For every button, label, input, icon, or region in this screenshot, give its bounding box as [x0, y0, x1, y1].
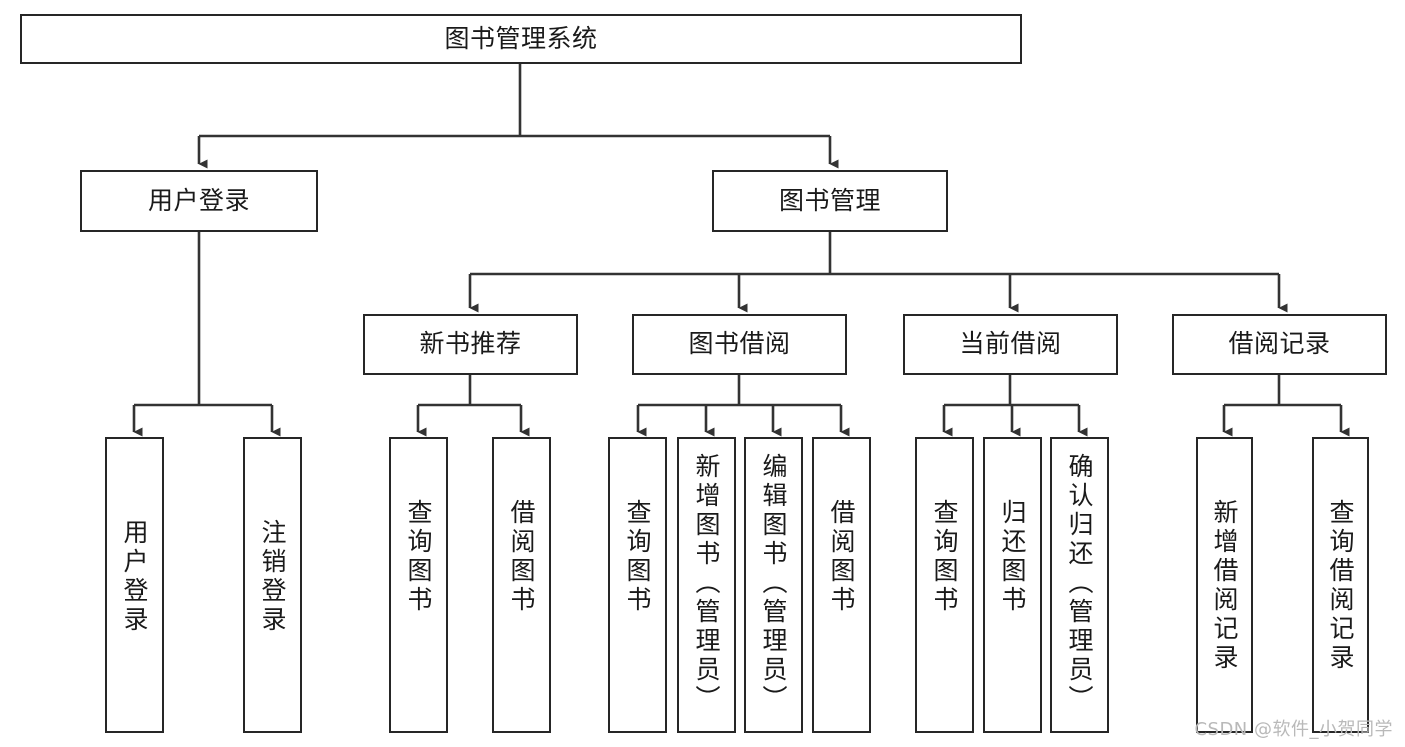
leaf-borrow-record-2-label: 查询借阅记录 [1326, 499, 1355, 673]
node-current-borrow[interactable]: 当前借阅 [903, 314, 1118, 375]
leaf-book-borrow-3[interactable]: 编辑图书（管理员） [744, 437, 803, 733]
node-user-login[interactable]: 用户登录 [80, 170, 318, 232]
leaf-current-borrow-3[interactable]: 确认归还（管理员） [1050, 437, 1109, 733]
leaf-book-borrow-4[interactable]: 借阅图书 [812, 437, 871, 733]
leaf-book-borrow-1[interactable]: 查询图书 [608, 437, 667, 733]
leaf-new-book-rec-2[interactable]: 借阅图书 [492, 437, 551, 733]
leaf-current-borrow-1-label: 查询图书 [930, 499, 959, 615]
leaf-current-borrow-1[interactable]: 查询图书 [915, 437, 974, 733]
node-book-borrow[interactable]: 图书借阅 [632, 314, 847, 375]
node-borrow-record[interactable]: 借阅记录 [1172, 314, 1387, 375]
node-book-manage-label: 图书管理 [778, 185, 881, 215]
leaf-user-login-2-label: 注销登录 [258, 519, 287, 635]
leaf-user-login-2[interactable]: 注销登录 [243, 437, 302, 733]
leaf-current-borrow-3-label: 确认归还（管理员） [1065, 453, 1094, 714]
node-root-label: 图书管理系统 [444, 23, 598, 53]
node-new-book-rec-label: 新书推荐 [419, 329, 522, 359]
leaf-new-book-rec-2-label: 借阅图书 [507, 499, 536, 615]
leaf-book-borrow-3-label: 编辑图书（管理员） [759, 453, 788, 714]
node-book-manage[interactable]: 图书管理 [712, 170, 948, 232]
leaf-book-borrow-1-label: 查询图书 [623, 499, 652, 615]
node-user-login-label: 用户登录 [147, 185, 250, 215]
leaf-borrow-record-1-label: 新增借阅记录 [1210, 499, 1239, 673]
leaf-user-login-1-label: 用户登录 [120, 519, 149, 635]
leaf-current-borrow-2[interactable]: 归还图书 [983, 437, 1042, 733]
leaf-borrow-record-1[interactable]: 新增借阅记录 [1196, 437, 1253, 733]
leaf-book-borrow-4-label: 借阅图书 [827, 499, 856, 615]
node-current-borrow-label: 当前借阅 [959, 329, 1062, 359]
leaf-book-borrow-2[interactable]: 新增图书（管理员） [677, 437, 736, 733]
leaf-book-borrow-2-label: 新增图书（管理员） [692, 453, 721, 714]
node-root[interactable]: 图书管理系统 [20, 14, 1022, 64]
leaf-borrow-record-2[interactable]: 查询借阅记录 [1312, 437, 1369, 733]
node-borrow-record-label: 借阅记录 [1228, 329, 1331, 359]
node-new-book-rec[interactable]: 新书推荐 [363, 314, 578, 375]
leaf-current-borrow-2-label: 归还图书 [998, 499, 1027, 615]
node-book-borrow-label: 图书借阅 [688, 329, 791, 359]
leaf-new-book-rec-1-label: 查询图书 [404, 499, 433, 615]
leaf-user-login-1[interactable]: 用户登录 [105, 437, 164, 733]
leaf-new-book-rec-1[interactable]: 查询图书 [389, 437, 448, 733]
